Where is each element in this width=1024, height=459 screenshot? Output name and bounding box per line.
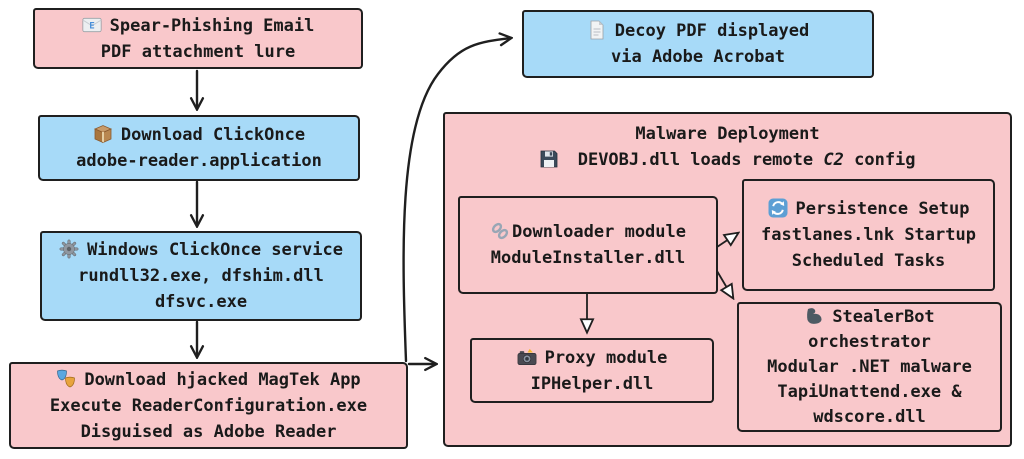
floppy-icon bbox=[539, 149, 559, 169]
node-line: Modular .NET malware bbox=[767, 356, 972, 377]
node-decoy-pdf: Decoy PDF displayed via Adobe Acrobat bbox=[522, 10, 874, 78]
node-clickonce-service: Windows ClickOnce service rundll32.exe, … bbox=[40, 231, 362, 321]
svg-text:E: E bbox=[89, 20, 95, 31]
node-line: rundll32.exe, dfshim.dll bbox=[78, 266, 324, 286]
node-line: ModuleInstaller.dll bbox=[490, 248, 686, 268]
gear-icon bbox=[59, 239, 79, 259]
node-line: Proxy module bbox=[544, 347, 668, 368]
node-line: fastlanes.lnk Startup bbox=[761, 225, 976, 245]
node-line: PDF attachment lure bbox=[100, 41, 296, 62]
container-subtitle: DEVOBJ.dll loads remote C2 config bbox=[445, 147, 1010, 173]
node-line: Download ClickOnce bbox=[120, 125, 306, 145]
email-icon: E bbox=[82, 15, 102, 35]
malware-deployment-container: Malware Deployment DEVOBJ.dll loads remo… bbox=[443, 112, 1012, 447]
node-spear-phishing: E Spear-Phishing Email PDF attachment lur… bbox=[33, 8, 363, 69]
node-downloader-module: Downloader module ModuleInstaller.dll bbox=[458, 196, 718, 294]
node-persistence-setup: Persistence Setup fastlanes.lnk Startup … bbox=[742, 179, 995, 291]
link-icon bbox=[490, 221, 510, 241]
page-icon bbox=[587, 20, 607, 40]
node-line: dfsvc.exe bbox=[154, 292, 248, 312]
node-line: Downloader module bbox=[512, 222, 686, 242]
arm-icon bbox=[804, 306, 824, 326]
node-line: orchestrator bbox=[808, 331, 931, 352]
node-line: TapiUnattend.exe & bbox=[777, 381, 962, 402]
node-line: Persistence Setup bbox=[795, 199, 970, 219]
node-line: adobe-reader.application bbox=[76, 151, 322, 171]
masks-icon bbox=[56, 369, 76, 389]
node-line: Decoy PDF displayed bbox=[614, 21, 810, 41]
node-line: StealerBot bbox=[832, 306, 935, 327]
refresh-icon bbox=[768, 198, 788, 218]
node-line: Execute ReaderConfiguration.exe bbox=[49, 395, 368, 416]
node-line: Scheduled Tasks bbox=[791, 251, 946, 271]
node-line: IPHelper.dll bbox=[530, 373, 654, 394]
node-line: via Adobe Acrobat bbox=[611, 47, 785, 67]
container-title: Malware Deployment bbox=[635, 124, 820, 144]
node-line: Windows ClickOnce service bbox=[87, 240, 343, 260]
package-icon bbox=[93, 124, 113, 144]
node-line: Disguised as Adobe Reader bbox=[80, 421, 337, 442]
node-magtek-download: Download hjacked MagTek App Execute Read… bbox=[9, 362, 408, 449]
node-clickonce-download: Download ClickOnce adobe-reader.applicat… bbox=[38, 115, 360, 181]
camera-icon bbox=[517, 347, 537, 367]
node-line: wdscore.dll bbox=[813, 406, 926, 427]
node-stealerbot: StealerBot orchestrator Modular .NET mal… bbox=[737, 302, 1002, 432]
node-proxy-module: Proxy module IPHelper.dll bbox=[470, 338, 714, 403]
container-title-block: Malware Deployment DEVOBJ.dll loads remo… bbox=[445, 121, 1010, 173]
node-line: Download hjacked MagTek App bbox=[84, 369, 361, 390]
node-line: Spear-Phishing Email bbox=[109, 15, 315, 36]
